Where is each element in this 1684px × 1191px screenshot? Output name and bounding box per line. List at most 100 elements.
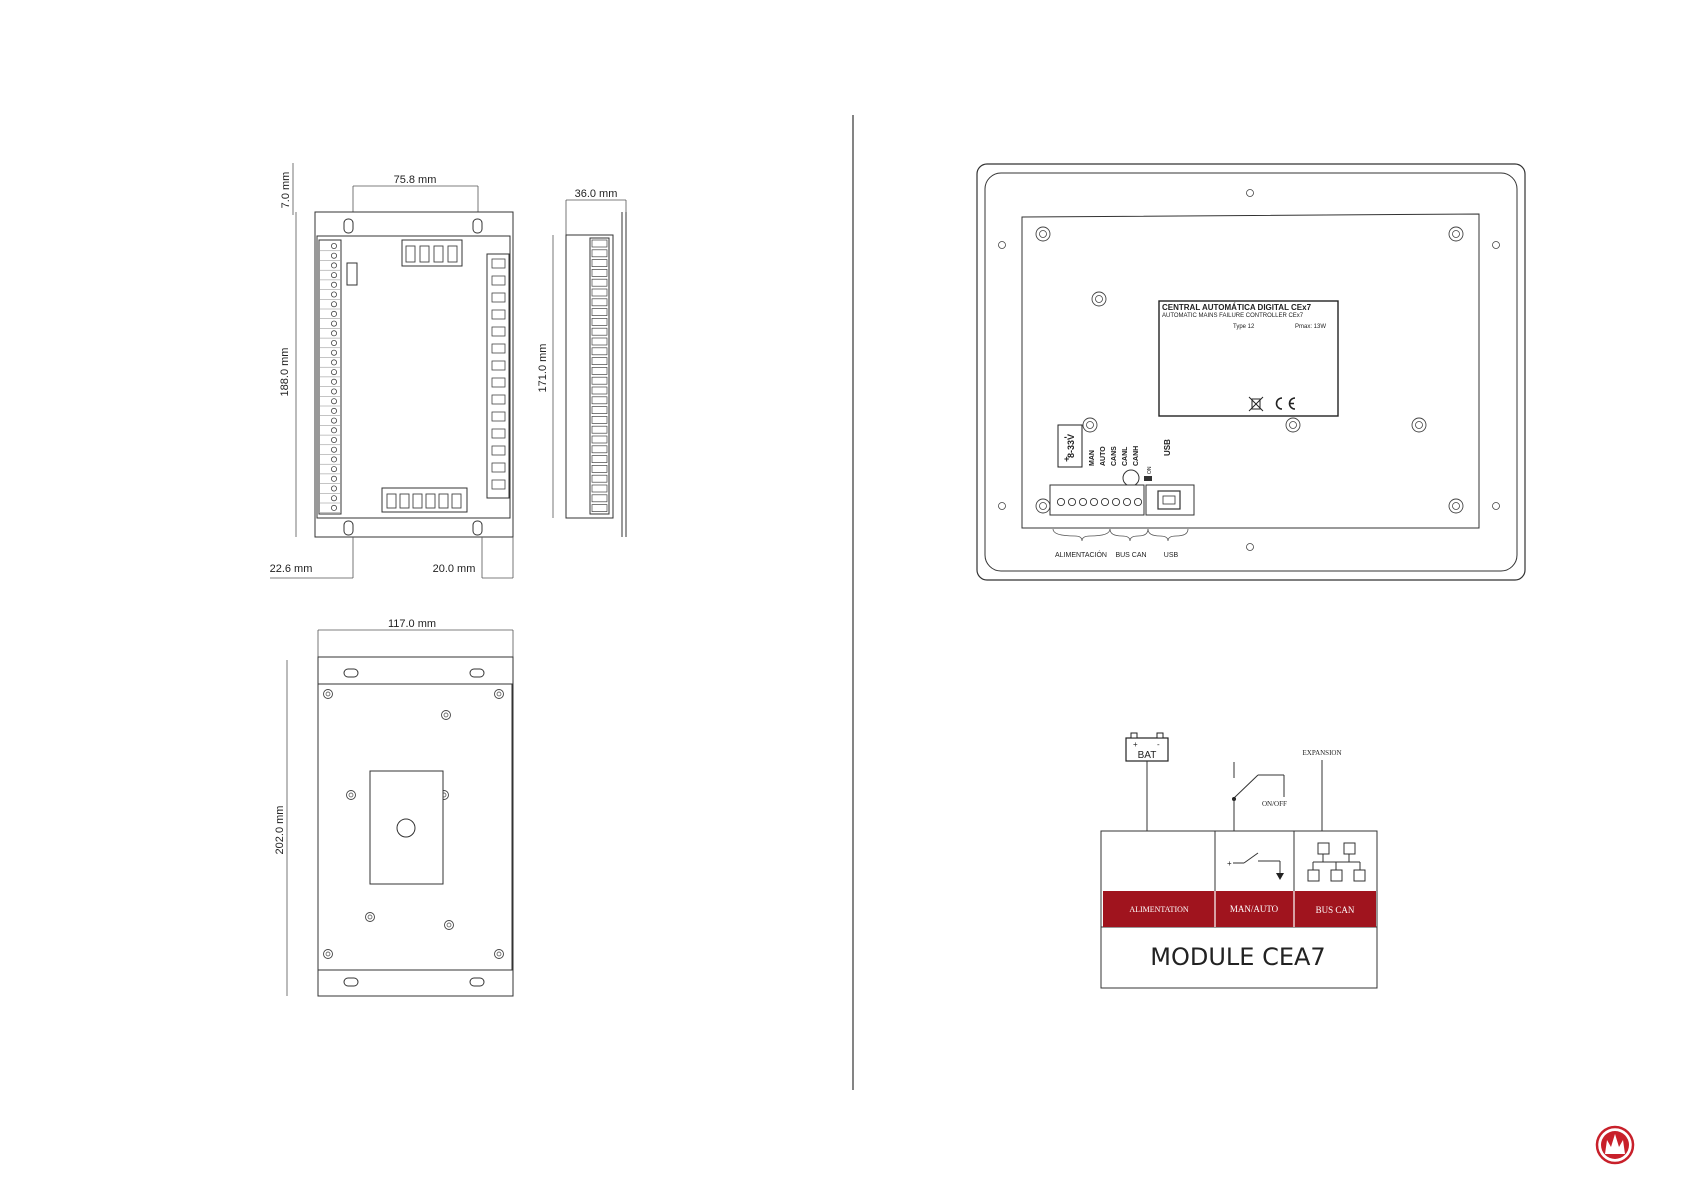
terminal-hole [1101,498,1108,505]
mounting-hole [1247,544,1254,551]
panel-screw [1036,227,1050,241]
section-bus-can: BUS CAN [1316,905,1355,915]
terminal-hole [1068,498,1075,505]
side-pin [592,377,607,384]
terminal-pin [331,428,336,433]
dim-hole-spacing: 75.8 mm [394,174,437,186]
terminal-pin [331,379,336,384]
terminal-hole [1090,498,1097,505]
section-alimentation: ALIMENTATION [1129,905,1189,914]
mounting-hole [1493,242,1500,249]
switch-label: ON/OFF [1262,800,1287,808]
side-pin [592,289,607,296]
terminal-pin [331,399,336,404]
side-pin [592,250,607,257]
side-pin [592,416,607,423]
label-pmax: Pmax: 13W [1295,324,1326,330]
connector-pin [400,494,409,508]
wiring-schematic: + - BAT ON/OFF EXPANSION + [1101,733,1377,988]
relay [492,276,505,285]
side-pin [592,475,607,482]
controller-rear-panel: CENTRAL AUTOMÁTICA DIGITAL CEx7 AUTOMATI… [977,164,1525,580]
terminal-pin [331,321,336,326]
relay [492,310,505,319]
battery-plus: + [1133,740,1138,749]
terminal-pin [331,418,336,423]
terminal-pin [331,360,336,365]
screw [347,791,356,800]
connector-pin [387,494,396,508]
dim-width-back: 117.0 mm [388,618,436,630]
panel-screw [1412,418,1426,432]
dim-left-offset: 22.6 mm [270,563,313,575]
usb-port[interactable] [1158,491,1180,509]
side-pin [592,269,607,276]
side-pin [592,505,607,512]
terminal-pin [331,273,336,278]
minus-sign: - [1064,432,1067,442]
relay [492,327,505,336]
battery-minus: - [1157,740,1160,749]
side-pin [592,397,607,404]
terminal-pin [331,253,336,258]
terminal-pin [331,476,336,481]
front-view: 75.8 mm 7.0 mm 188.0 mm 22.6 [270,163,513,578]
terminal-hole [1057,498,1064,505]
relay [492,259,505,268]
relay [492,429,505,438]
module-name: MODULE CEA7 [1150,943,1325,971]
switch-plus: + [1227,859,1232,868]
side-pin [592,465,607,472]
terminal-hole [1134,498,1141,505]
terminal-pin [331,467,336,472]
battery-terminal [1157,733,1163,738]
side-pin [592,367,607,374]
side-pin [592,348,607,355]
connector-pin [439,494,448,508]
switch-icon [1234,775,1258,798]
mounting-hole [999,503,1006,510]
terminal-hole [1112,498,1119,505]
connector-pin [413,494,422,508]
terminal-pin [331,282,336,287]
side-pin [592,328,607,335]
relay [492,480,505,489]
relay [492,463,505,472]
relay [492,361,505,370]
dim-height-front: 188.0 mm [279,348,291,397]
terminal-hole [1123,498,1130,505]
terminal-pin [331,437,336,442]
relay [492,378,505,387]
screw [442,711,451,720]
group-usb: USB [1164,552,1179,559]
connector-pin [420,246,429,262]
terminal-pin [331,457,336,462]
battery-terminal [1131,733,1137,738]
dip-switch[interactable] [1144,476,1152,481]
label-type: Type 12 [1233,324,1255,330]
screw [366,913,375,922]
section-man-auto: MAN/AUTO [1230,904,1279,914]
back-view: 117.0 mm 202.0 mm [274,618,513,996]
connector-pin [448,246,457,262]
connector-pin [434,246,443,262]
back-window [370,771,443,884]
side-pin [592,495,607,502]
panel-screw [1286,418,1300,432]
screw [324,950,333,959]
screw [445,921,454,930]
side-pin [592,436,607,443]
screw [324,690,333,699]
screw [495,690,504,699]
connector-pin [426,494,435,508]
terminal-label: CANL [1122,446,1129,466]
label-title: CENTRAL AUTOMÁTICA DIGITAL CEx7 [1162,303,1312,312]
terminal-pin [331,311,336,316]
terminal-label: AUTO [1100,446,1107,466]
terminal-label: MAN [1089,450,1096,466]
terminal-pin [331,340,336,345]
terminal-pin [331,331,336,336]
terminal-pin [331,370,336,375]
side-pin [592,426,607,433]
